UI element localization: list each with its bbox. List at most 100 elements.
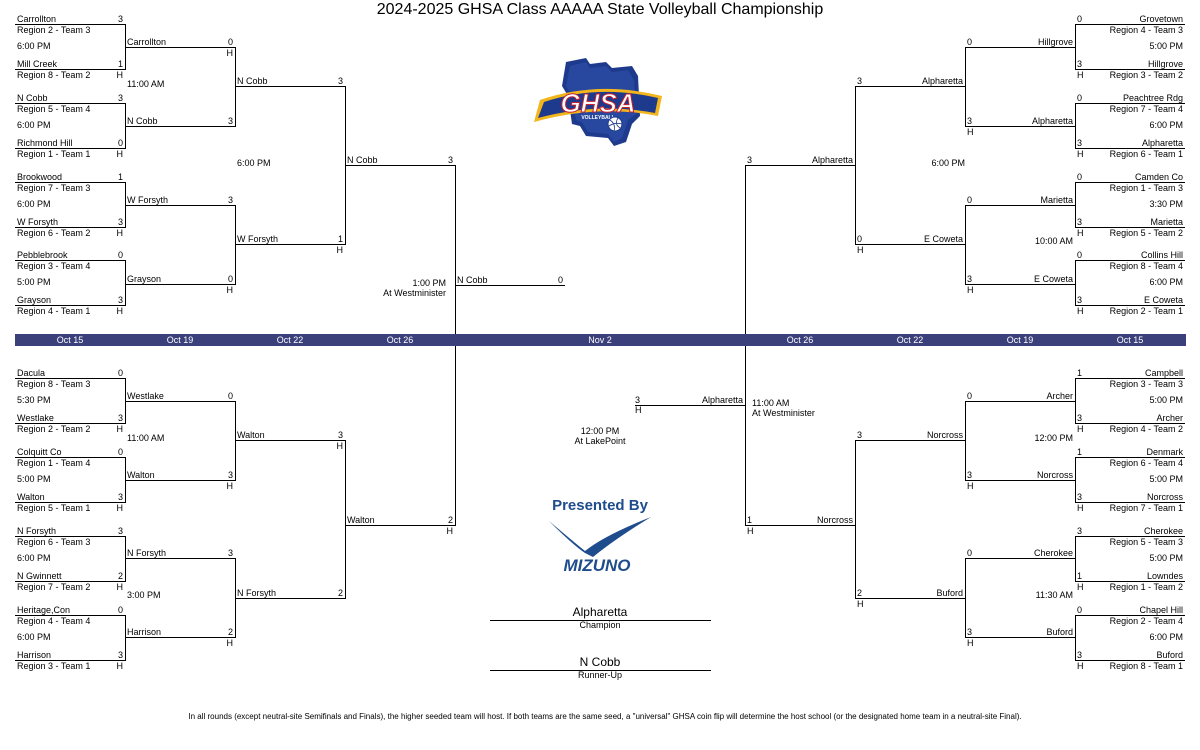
r1-right-slot-line xyxy=(1075,378,1185,379)
home-indicator: H xyxy=(116,661,124,671)
team-name: W Forsyth xyxy=(127,195,169,205)
r1-left-slot-line xyxy=(15,457,125,458)
team-name: N Forsyth xyxy=(17,526,57,536)
round-date: Oct 19 xyxy=(1006,335,1034,345)
footnote: In all rounds (except neutral-site Semif… xyxy=(188,712,1022,721)
r2-left-slot-line xyxy=(125,558,235,559)
home-indicator: H xyxy=(1077,582,1084,592)
home-indicator: H xyxy=(1077,503,1084,513)
round-date: Oct 22 xyxy=(276,335,304,345)
home-indicator: H xyxy=(1077,661,1084,671)
game-time: 5:00 PM xyxy=(1149,553,1183,563)
team-name: E Coweta xyxy=(1033,274,1073,284)
r1-right-slot-line xyxy=(1075,103,1185,104)
r1-right-connector xyxy=(1075,24,1076,70)
home-indicator: H xyxy=(1077,228,1084,238)
team-name: Cherokee xyxy=(1033,548,1073,558)
team-score: 1 xyxy=(117,59,123,69)
mizuno-runbird-icon xyxy=(549,517,651,557)
home-indicator: H xyxy=(1077,306,1084,316)
team-name: Pebblebrook xyxy=(17,250,68,260)
team-region: Region 7 - Team 3 xyxy=(17,183,91,193)
home-indicator: H xyxy=(336,245,344,255)
team-name: Hillgrove xyxy=(1037,37,1073,47)
semi-right-slot-line xyxy=(745,165,855,166)
game-time: 6:00 PM xyxy=(237,158,271,168)
team-name: Campbell xyxy=(1144,368,1183,378)
game-time: 6:00 PM xyxy=(931,158,965,168)
home-indicator: H xyxy=(116,582,124,592)
champion-label: Champion xyxy=(579,620,621,630)
r1-right-connector xyxy=(1075,457,1076,503)
team-region: Region 5 - Team 2 xyxy=(1109,228,1183,238)
team-name: Cherokee xyxy=(1143,526,1183,536)
team-name: Walton xyxy=(347,515,375,525)
r3-right-slot-line xyxy=(855,86,965,87)
team-name: Brookwood xyxy=(17,172,63,182)
r1-right-slot-line xyxy=(1075,502,1185,503)
r1-right-slot-line xyxy=(1075,423,1185,424)
runner-up-label: Runner-Up xyxy=(577,670,623,680)
r1-left-connector xyxy=(125,260,126,306)
semi-left-slot-line xyxy=(345,525,455,526)
r1-right-connector xyxy=(1075,378,1076,424)
r1-left-slot-line xyxy=(15,103,125,104)
team-score: 3 xyxy=(117,413,123,423)
team-name: Hillgrove xyxy=(1147,59,1183,69)
team-region: Region 1 - Team 1 xyxy=(17,149,91,159)
team-score: 0 xyxy=(227,391,233,401)
team-score: 2 xyxy=(857,588,863,598)
team-name: N Cobb xyxy=(347,155,378,165)
team-score: 0 xyxy=(557,275,563,285)
semi-right-slot-line xyxy=(745,525,855,526)
r2-right-connector xyxy=(965,205,966,285)
team-score: 0 xyxy=(857,234,863,244)
home-indicator: H xyxy=(116,424,124,434)
final-left-slot-line xyxy=(455,285,565,286)
team-name: Norcross xyxy=(1146,492,1183,502)
home-indicator: H xyxy=(1077,149,1084,159)
team-score: 3 xyxy=(117,14,123,24)
team-score: 0 xyxy=(967,37,973,47)
team-name: Westlake xyxy=(17,413,54,423)
team-region: Region 6 - Team 1 xyxy=(1109,149,1183,159)
r3-left-slot-line xyxy=(235,598,345,599)
team-score: 3 xyxy=(1077,413,1083,423)
team-name: N Gwinnett xyxy=(17,571,62,581)
r2-right-slot-line xyxy=(965,480,1075,481)
game-time: 1:00 PM xyxy=(412,278,446,288)
r1-right-slot-line xyxy=(1075,305,1185,306)
home-indicator: H xyxy=(967,481,974,491)
r3-right-slot-line xyxy=(855,440,965,441)
team-score: 3 xyxy=(857,430,863,440)
team-score: 3 xyxy=(967,116,973,126)
team-score: 0 xyxy=(227,37,233,47)
team-score: 1 xyxy=(747,515,753,525)
team-name: Archer xyxy=(1156,413,1183,423)
game-time: 3:00 PM xyxy=(127,590,161,600)
r1-left-slot-line xyxy=(15,260,125,261)
team-score: 1 xyxy=(117,172,123,182)
team-region: Region 4 - Team 1 xyxy=(17,306,91,316)
team-region: Region 7 - Team 1 xyxy=(1109,503,1183,513)
team-region: Region 7 - Team 2 xyxy=(17,582,91,592)
team-name: Alpharetta xyxy=(1141,138,1183,148)
r2-right-slot-line xyxy=(965,126,1075,127)
r1-right-connector xyxy=(1075,103,1076,149)
team-score: 0 xyxy=(117,138,123,148)
r1-right-slot-line xyxy=(1075,660,1185,661)
game-time: 11:00 AM xyxy=(127,433,165,443)
team-region: Region 5 - Team 4 xyxy=(17,104,91,114)
team-name: Carrollton xyxy=(17,14,57,24)
game-time: 5:00 PM xyxy=(1149,41,1183,51)
r1-right-connector xyxy=(1075,615,1076,661)
team-score: 1 xyxy=(1077,368,1083,378)
team-score: 3 xyxy=(227,116,233,126)
home-indicator: H xyxy=(116,306,124,316)
r1-left-slot-line xyxy=(15,148,125,149)
r1-left-slot-line xyxy=(15,24,125,25)
team-name: Camden Co xyxy=(1134,172,1183,182)
team-region: Region 3 - Team 3 xyxy=(1109,379,1183,389)
team-score: 0 xyxy=(967,195,973,205)
champion-line xyxy=(490,620,711,621)
